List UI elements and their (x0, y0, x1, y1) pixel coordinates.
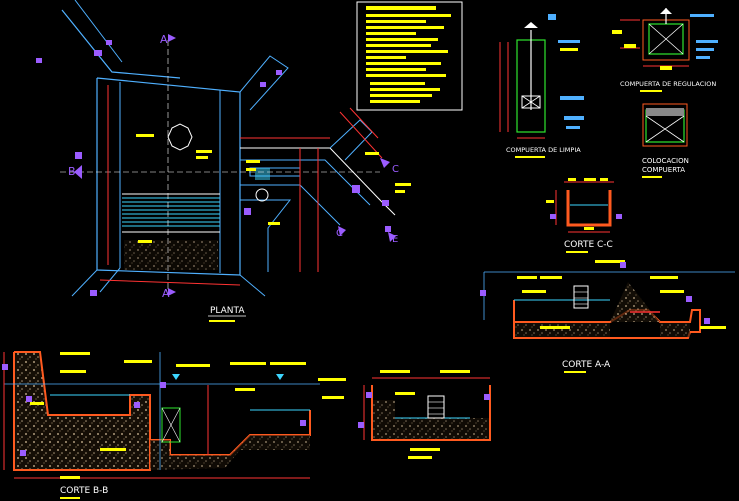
corte-cc-title: CORTE C-C (564, 240, 613, 250)
section-label-a-top: A (160, 33, 168, 46)
gate-icon (255, 188, 269, 202)
manhole-icon (167, 123, 193, 151)
section-label-b: B (68, 165, 76, 178)
compuerta-regulacion-title: COMPUERTA DE REGULACION (620, 80, 716, 88)
detalle-section (358, 370, 491, 459)
planta-title: PLANTA (210, 306, 245, 316)
corte-cc-section: CORTE C-C (546, 178, 622, 253)
colocacion-compuerta-detail: COLOCACION COMPUERTA (642, 103, 689, 178)
notes-block (356, 1, 463, 111)
section-label-c-top: C (392, 164, 399, 175)
colocacion-title-1: COLOCACION (642, 157, 689, 165)
section-label-c-bottom: C (336, 228, 343, 239)
grate-icon (427, 395, 445, 419)
section-label-a-bottom: A (162, 287, 170, 300)
planta-view: A A B C C E PLANTA (36, 0, 411, 322)
section-marker-icon (74, 34, 396, 296)
corte-bb-section: CORTE B-B (2, 351, 346, 499)
corte-aa-title: CORTE A-A (562, 360, 611, 370)
corte-bb-title: CORTE B-B (60, 486, 108, 496)
compuerta-limpia-title: COMPUERTA DE LIMPIA (506, 146, 581, 154)
section-label-e: E (392, 234, 398, 245)
corte-aa-section: CORTE A-A (480, 260, 735, 373)
compuerta-limpia-detail: COMPUERTA DE LIMPIA (499, 14, 584, 158)
compuerta-regulacion-detail: COMPUERTA DE REGULACION (612, 8, 718, 92)
colocacion-title-2: COMPUERTA (642, 166, 685, 174)
